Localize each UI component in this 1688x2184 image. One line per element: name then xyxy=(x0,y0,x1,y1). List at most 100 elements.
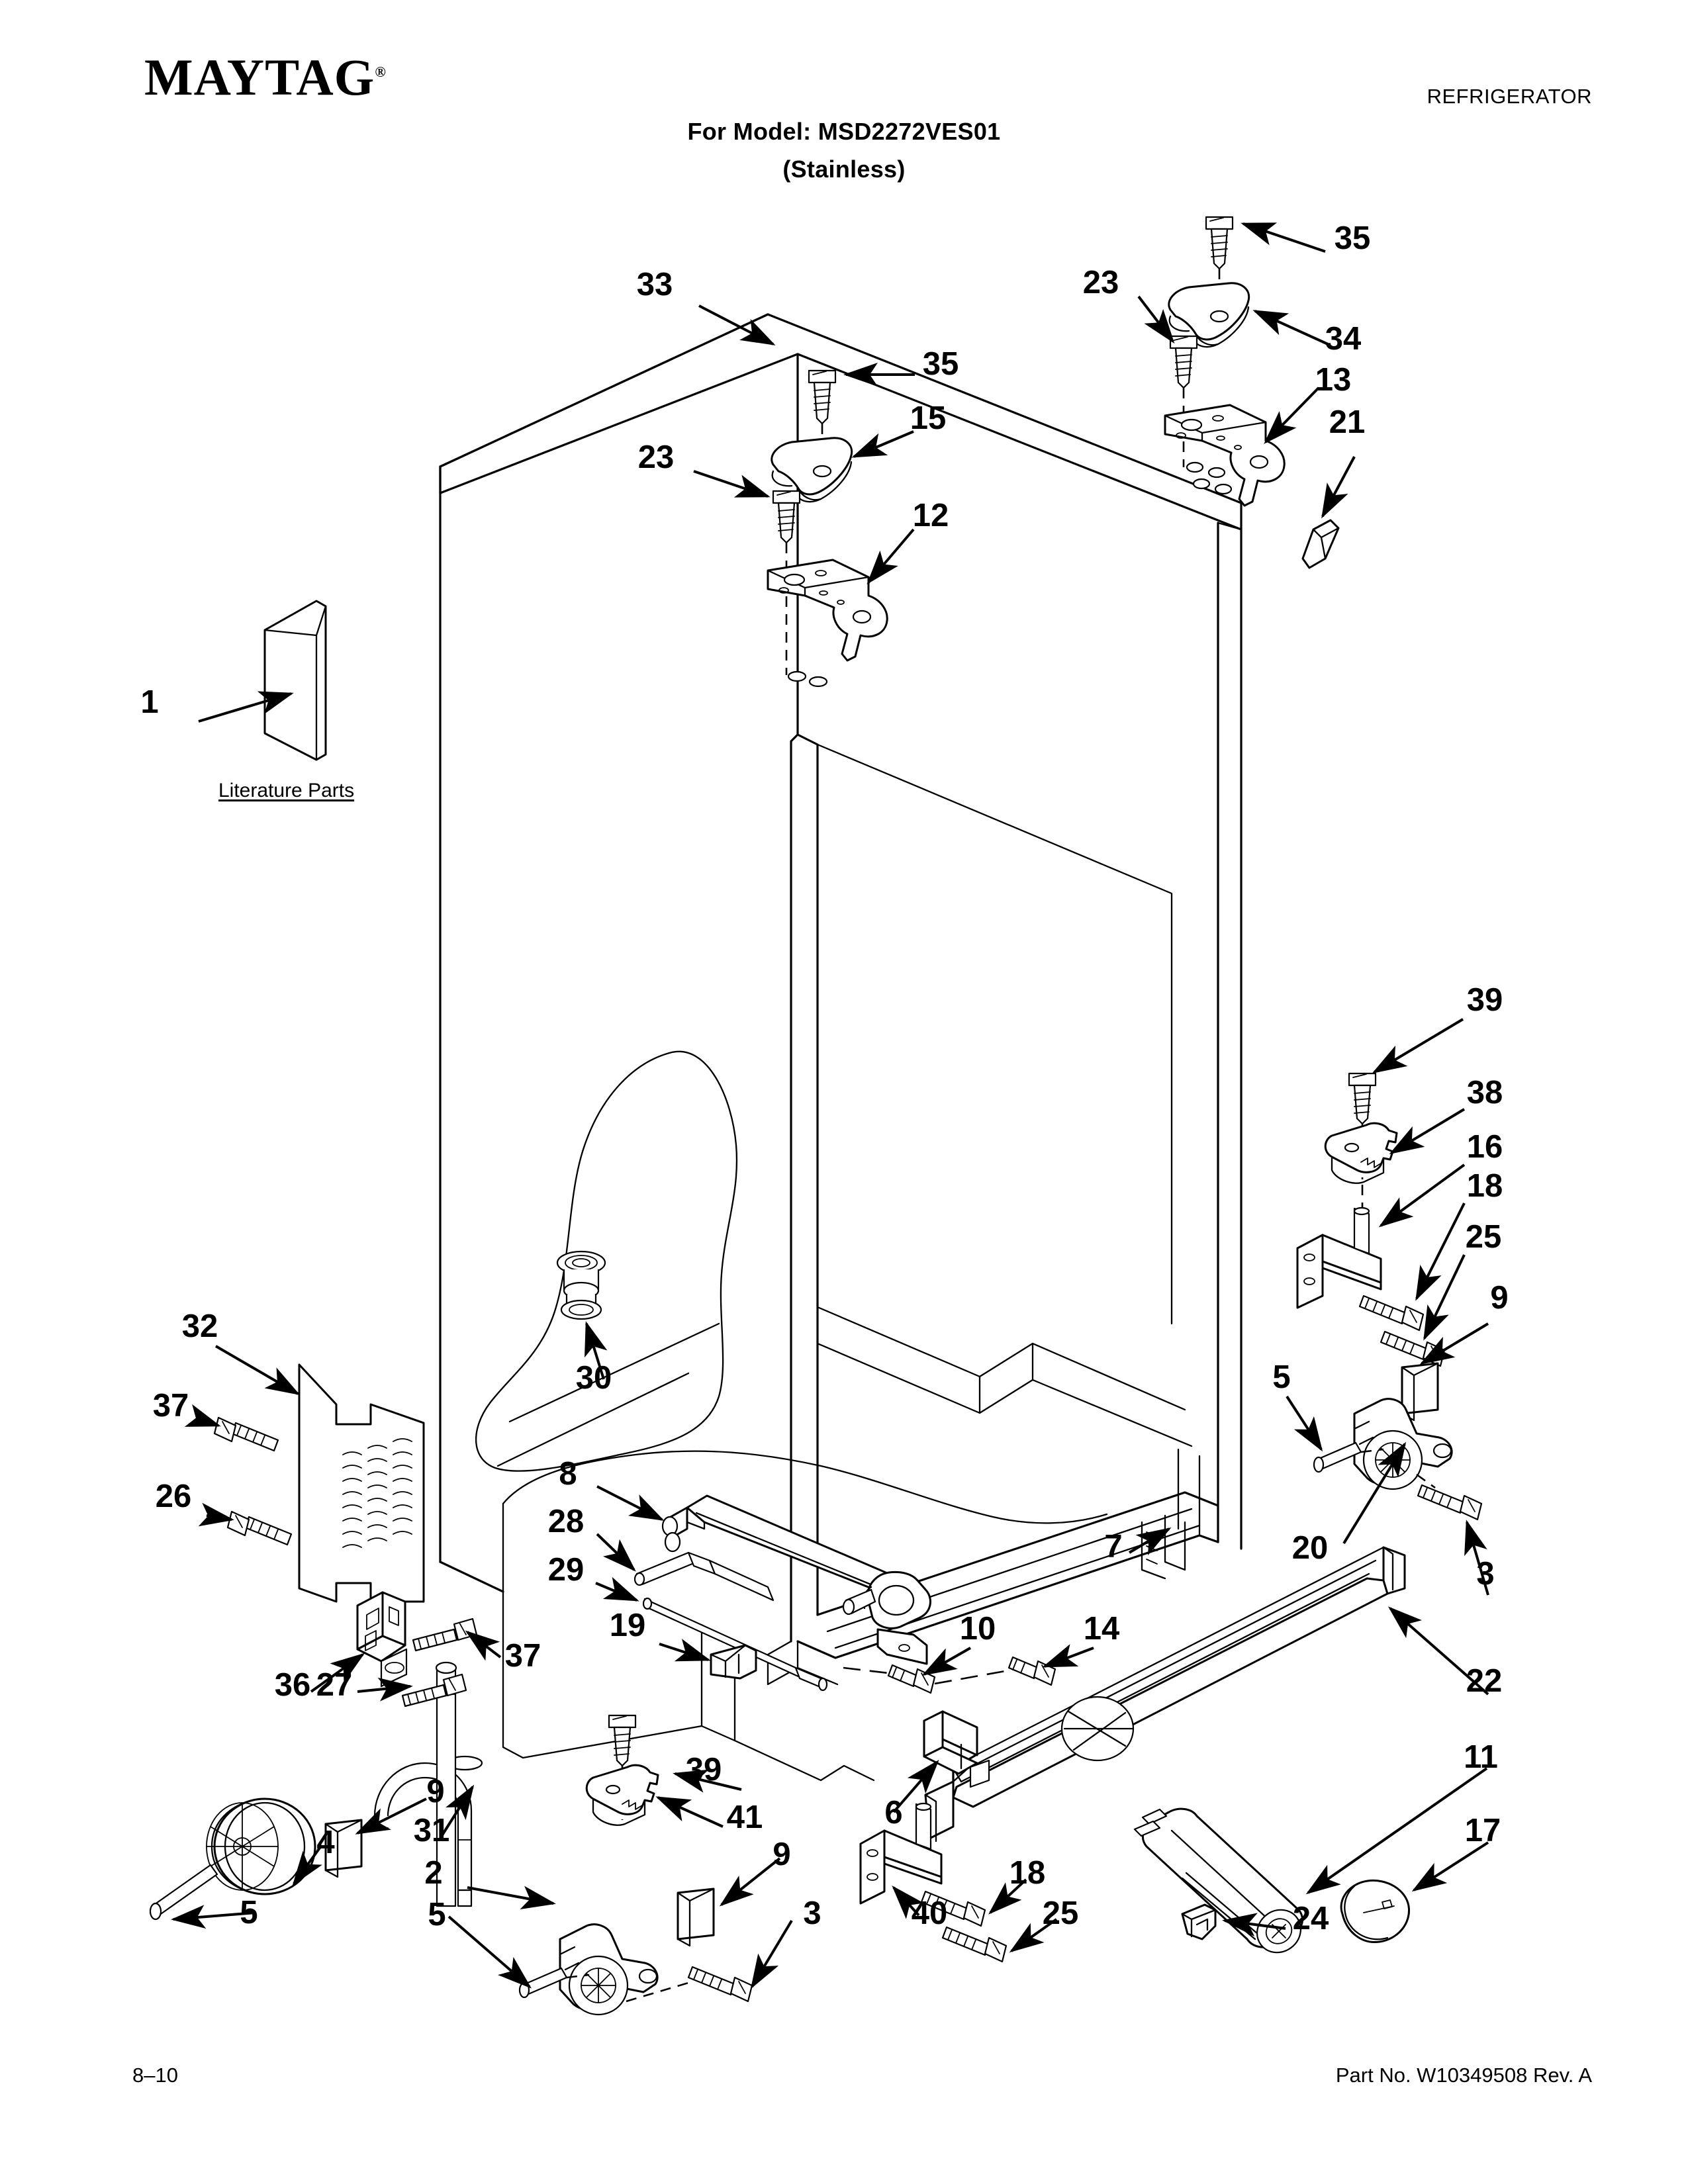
hinge-cover-15 xyxy=(771,437,853,503)
clip-block-19 xyxy=(710,1644,757,1680)
callout-12: 12 xyxy=(913,498,949,533)
hinge-plate-13 xyxy=(1164,404,1286,507)
base-grille-22 xyxy=(924,1546,1406,1843)
leveler-gear-38 xyxy=(1324,1122,1398,1184)
maytag-logo: MAYTAG® xyxy=(144,52,387,103)
screw-37-upper xyxy=(213,1416,279,1452)
screw-39-center xyxy=(608,1714,637,1767)
hinge-plate-12 xyxy=(767,559,888,662)
callout-15: 15 xyxy=(910,400,947,436)
callout-31: 31 xyxy=(414,1813,450,1848)
screw-26 xyxy=(226,1510,293,1546)
callout-16: 16 xyxy=(1467,1129,1503,1165)
tube-28 xyxy=(633,1551,774,1602)
callout-9c: 9 xyxy=(1490,1280,1508,1316)
part-number: Part No. W10349508 Rev. A xyxy=(1335,2064,1592,2087)
callout-39b: 39 xyxy=(686,1752,722,1788)
callout-6: 6 xyxy=(884,1795,902,1831)
clip-24 xyxy=(1181,1903,1217,1940)
callout-29: 29 xyxy=(548,1552,585,1588)
callout-27: 27 xyxy=(316,1667,353,1703)
leveler-bracket-16 xyxy=(1296,1206,1382,1309)
callout-13: 13 xyxy=(1315,362,1352,398)
callout-39a: 39 xyxy=(1467,982,1503,1018)
axle-pin-5-right xyxy=(1313,1441,1362,1473)
callout-18b: 18 xyxy=(1009,1855,1046,1891)
callout-8: 8 xyxy=(559,1456,577,1492)
screw-18-right xyxy=(1358,1295,1425,1332)
brand-text: MAYTAG xyxy=(144,48,375,106)
callout-33: 33 xyxy=(637,267,673,302)
roller-bracket-right-20 xyxy=(1313,1398,1483,1521)
spacer-block-9-left xyxy=(324,1819,363,1878)
callout-5c: 5 xyxy=(1272,1359,1290,1395)
callout-30: 30 xyxy=(576,1360,612,1396)
callout-23a: 23 xyxy=(638,439,675,475)
callout-28: 28 xyxy=(548,1504,585,1539)
callout-1: 1 xyxy=(140,684,158,720)
screw-35-left xyxy=(808,369,837,425)
callout-numbers: 1 2 3 3 4 5 5 5 6 7 8 9 9 9 10 11 12 13 … xyxy=(140,220,1508,1936)
water-filter-11 xyxy=(1133,1807,1303,1954)
callout-26: 26 xyxy=(156,1479,192,1514)
model-line: For Model: MSD2272VES01 xyxy=(687,118,1001,145)
callout-5a: 5 xyxy=(240,1895,258,1931)
toe-grille-panel-part xyxy=(298,1363,425,1603)
callout-3b: 3 xyxy=(1476,1556,1494,1592)
callout-23b: 23 xyxy=(1083,265,1119,300)
callout-10: 10 xyxy=(960,1611,996,1647)
top-hinge-right-assembly xyxy=(1164,216,1340,569)
callout-21: 21 xyxy=(1329,404,1366,440)
rail-end-bracket-6 xyxy=(923,1710,990,1788)
callout-17: 17 xyxy=(1465,1813,1501,1848)
trademark-symbol: ® xyxy=(375,64,387,80)
leader-lines xyxy=(171,222,1489,1989)
screw-23-left xyxy=(772,490,801,544)
leveler-right-assembly xyxy=(1296,1072,1446,1422)
literature-booklet-part xyxy=(263,600,327,761)
finish-line: (Stainless) xyxy=(782,156,906,183)
callout-25b: 25 xyxy=(1043,1895,1079,1931)
screw-25-center xyxy=(941,1926,1008,1963)
screw-27 xyxy=(401,1673,467,1707)
screw-3-right xyxy=(1417,1484,1483,1521)
callout-18a: 18 xyxy=(1467,1168,1503,1204)
mount-bracket-40 xyxy=(859,1802,1008,1963)
appliance-category: REFRIGERATOR xyxy=(1427,85,1592,108)
callout-3a: 3 xyxy=(803,1895,821,1931)
callout-36: 36 xyxy=(275,1667,311,1703)
callout-9b: 9 xyxy=(773,1837,790,1872)
spacer-block-9-right xyxy=(1401,1362,1439,1422)
filter-cap-17 xyxy=(1340,1879,1410,1943)
callout-24: 24 xyxy=(1293,1901,1329,1936)
assembly-dash-14 xyxy=(934,1669,1009,1685)
callout-35a: 35 xyxy=(923,346,959,382)
callout-32: 32 xyxy=(182,1308,218,1344)
screw-23-right xyxy=(1169,335,1198,389)
callout-41: 41 xyxy=(727,1799,763,1835)
callout-20: 20 xyxy=(1292,1530,1329,1566)
roller-wheel-4 xyxy=(149,1797,363,1921)
grommet-part xyxy=(556,1250,606,1320)
callout-25a: 25 xyxy=(1466,1219,1502,1255)
callout-5b: 5 xyxy=(428,1897,445,1933)
top-hinge-left-assembly xyxy=(767,369,888,675)
callout-9a: 9 xyxy=(426,1774,444,1809)
callout-37a: 37 xyxy=(153,1388,189,1424)
tube-29 xyxy=(642,1597,828,1692)
hinge-pin-clip-21 xyxy=(1301,519,1340,569)
callout-38: 38 xyxy=(1467,1075,1503,1111)
axle-pin-5-left xyxy=(149,1864,218,1921)
callout-14: 14 xyxy=(1084,1611,1120,1647)
callout-4: 4 xyxy=(316,1825,334,1860)
screw-10 xyxy=(887,1664,936,1694)
callout-40: 40 xyxy=(912,1895,948,1931)
callout-37b: 37 xyxy=(505,1638,541,1674)
callout-11: 11 xyxy=(1464,1739,1498,1775)
screw-39-right xyxy=(1348,1072,1377,1125)
literature-parts-label: Literature Parts xyxy=(218,780,355,801)
leveler-gear-41 xyxy=(585,1764,659,1826)
water-valve-assembly-8 xyxy=(633,1494,931,1692)
